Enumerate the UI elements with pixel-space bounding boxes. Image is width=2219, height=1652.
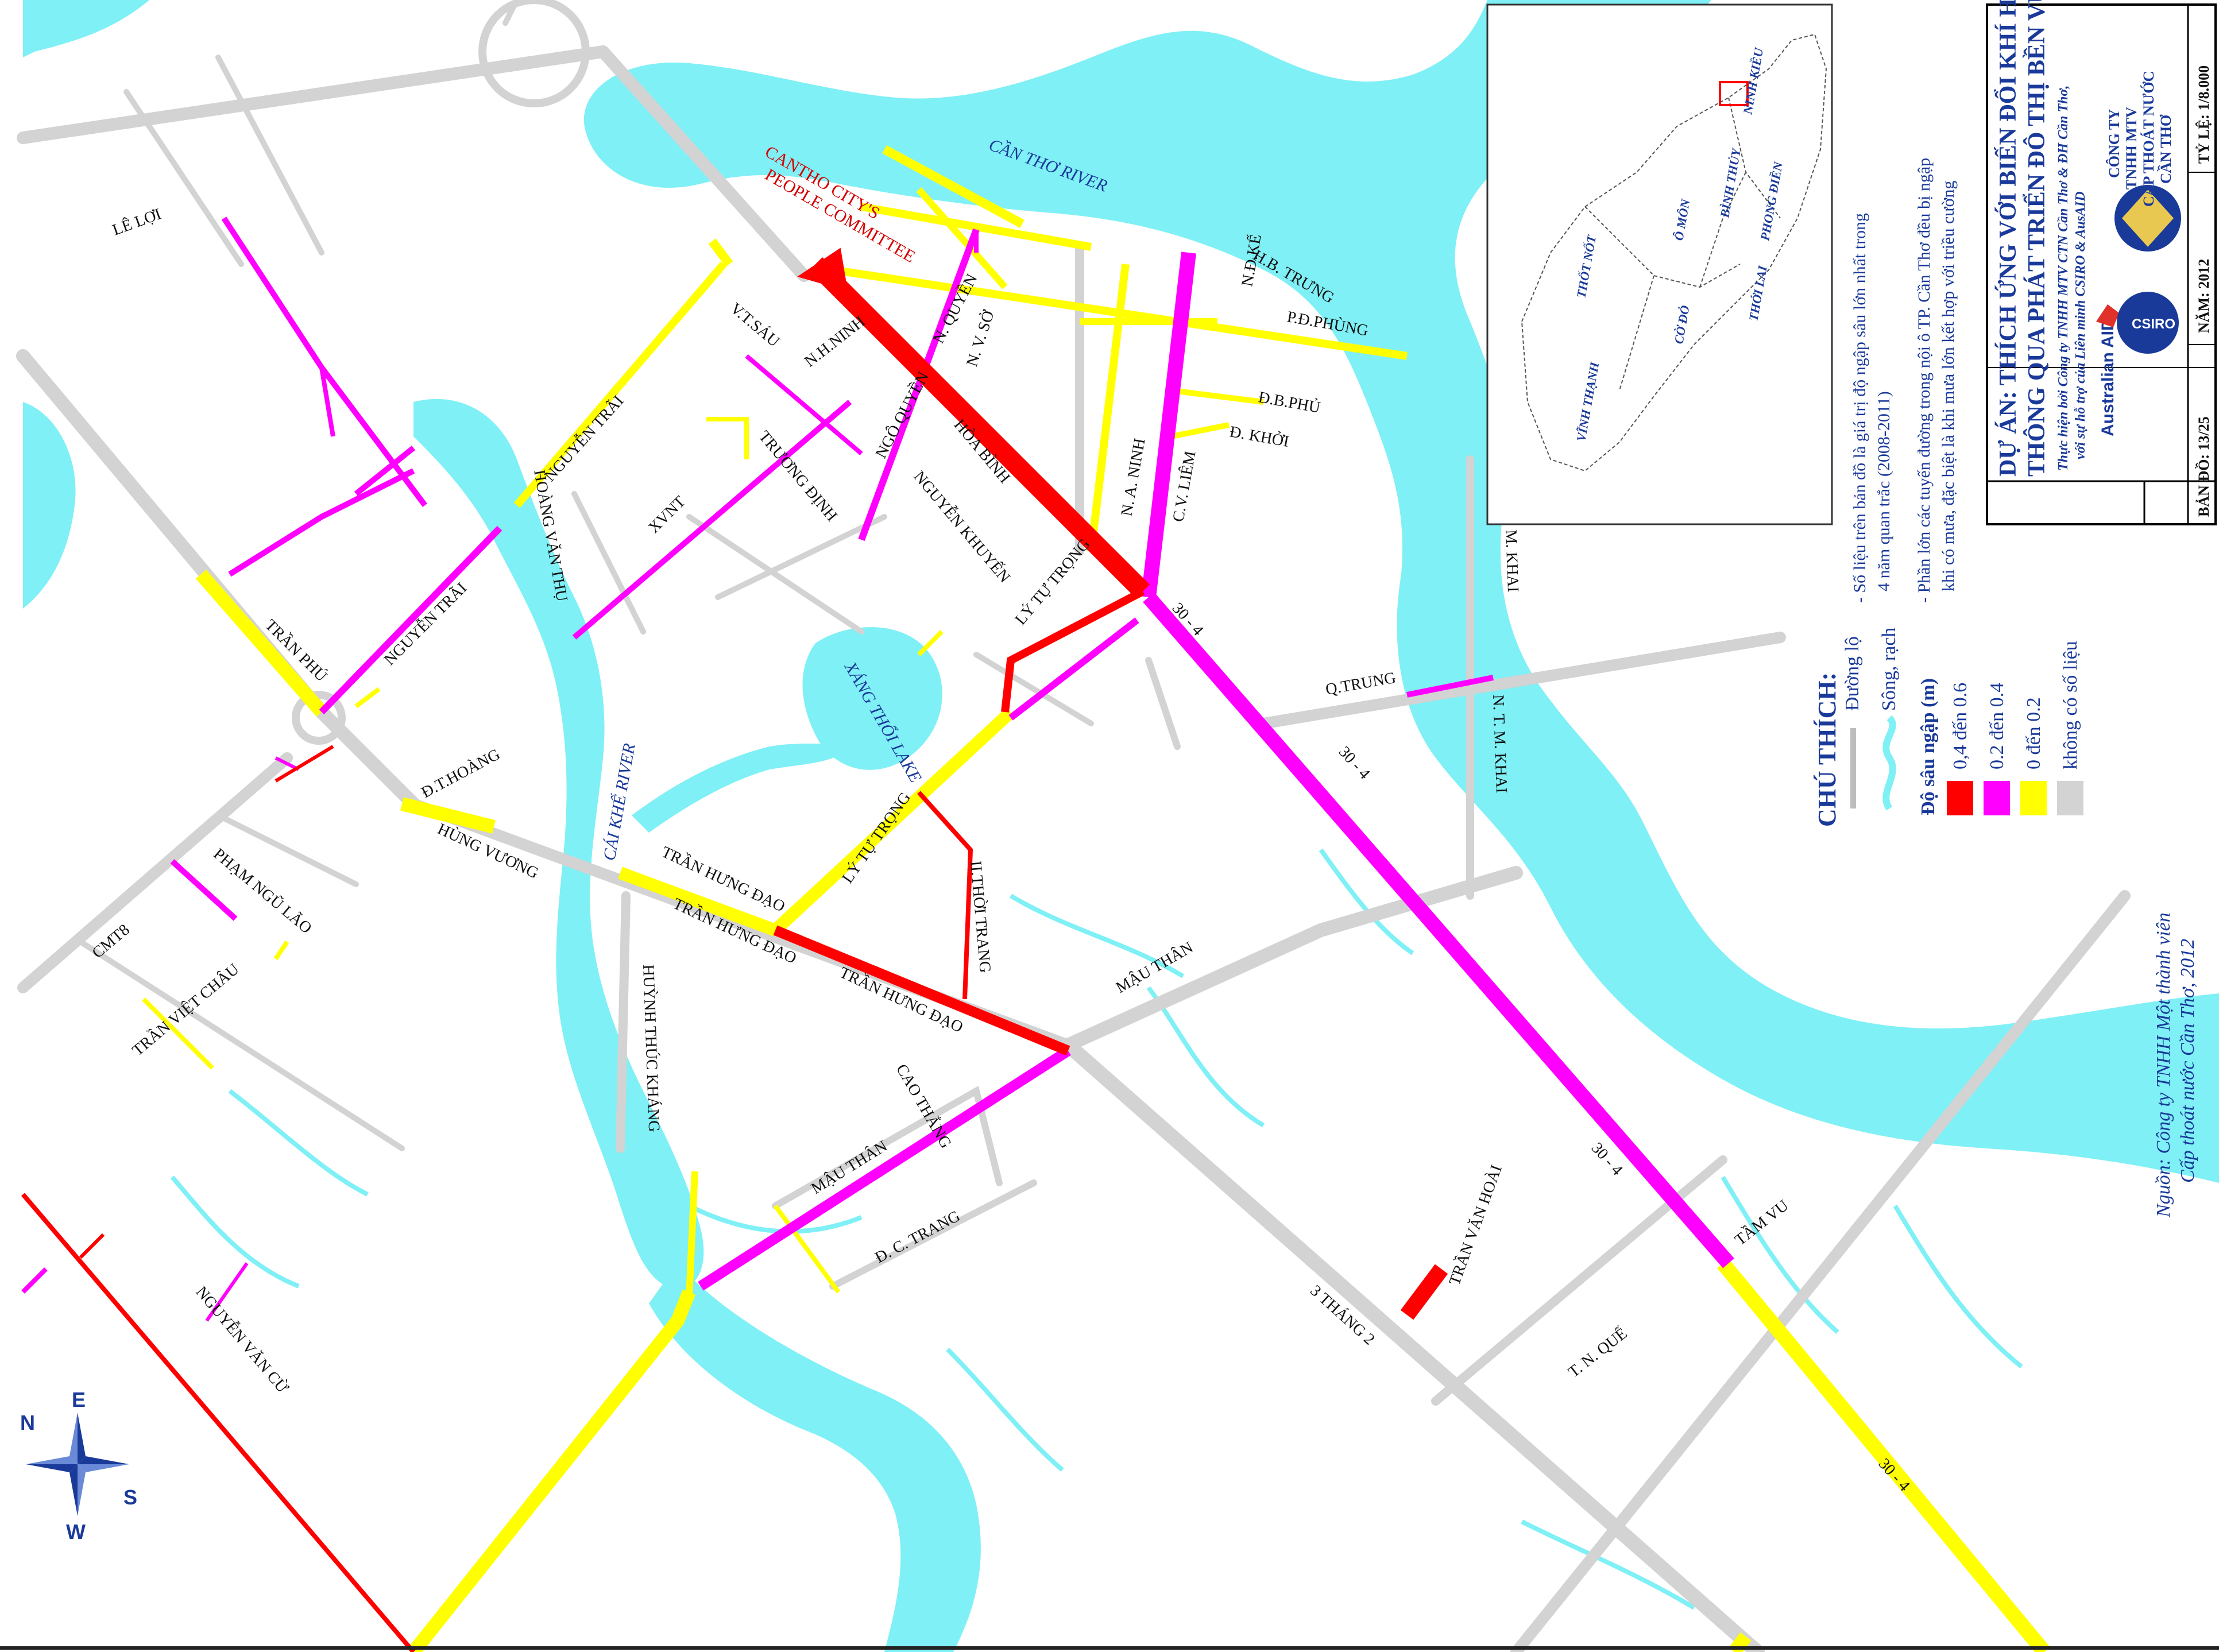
legend-class-swatch-2 [2020, 781, 2047, 815]
can-tho-river [583, 0, 2219, 1183]
inset-locator-box [1719, 81, 1749, 106]
compass-rose: N E S W [20, 1388, 137, 1543]
top-left-canal [23, 0, 149, 57]
title-line-2: THÔNG QUA PHÁT TRIỂN ĐÔ THỊ BỀN VỮNG [2022, 0, 2050, 477]
source: Nguồn: Công ty TNHH Một thành viên Cấp t… [2153, 912, 2198, 1218]
map-number: BẢN ĐỒ: 13/25 [2195, 416, 2212, 517]
csiro-logo-text: CSIRO [2132, 316, 2175, 332]
note-line-4: khi có mưa, đặc biệt là khi mưa lớn kết … [1939, 181, 1958, 591]
title-supported-by: với sự hỗ trợ của Liên minh CSIRO & AusA… [2073, 191, 2088, 459]
legend-heading: CHÚ THÍCH: [1813, 672, 1841, 827]
legend-class-swatch-1 [1984, 781, 2010, 815]
legend-river-swatch [1882, 715, 1896, 811]
compass-n: N [20, 1411, 35, 1434]
title-block: DỰ ÁN: THÍCH ỨNG VỚI BIẾN ĐỔI KHÍ HẬU TH… [1986, 0, 2217, 525]
left-water-body [23, 402, 76, 609]
compass-s: S [123, 1485, 137, 1509]
legend-depth-heading: Độ sâu ngập (m) [1918, 678, 1939, 815]
flood-roads [21, 145, 2051, 1652]
compass-e: E [72, 1388, 86, 1411]
company-line-1: CÔNG TY [2106, 109, 2123, 178]
map-scale: TỶ LỆ: 1/8.000 [2195, 65, 2212, 164]
legend-river-label: Sông, rạch [1878, 628, 1900, 711]
lake-canal [632, 741, 844, 833]
inset-map: THỐT NỐT VĨNH THẠNH CỜ ĐỎ Ô MÔN BÌNH THỦ… [1486, 3, 1833, 525]
legend-road-swatch [1850, 728, 1856, 808]
compass-w: W [66, 1520, 86, 1543]
cai-khe-river [413, 399, 704, 1290]
australian-aid-logo: Australian AID [2096, 304, 2119, 436]
map-year: NĂM: 2012 [2195, 259, 2212, 333]
xang-thoi-lake [802, 627, 942, 770]
street-n-t-m-khai-2: N. T. M. KHAI [1489, 694, 1510, 794]
title-line-1: DỰ ÁN: THÍCH ỨNG VỚI BIẾN ĐỔI KHÍ HẬU [1993, 0, 2021, 477]
legend-class-3: không có số liệu [2060, 641, 2081, 769]
source-line-2: Cấp thoát nước Cần Thơ, 2012 [2177, 939, 2198, 1183]
legend-class-0: 0,4 đến 0.6 [1950, 683, 1971, 769]
svg-text:Australian AID: Australian AID [2098, 318, 2117, 436]
legend-class-swatch-3 [2057, 781, 2083, 815]
company-line-4: CẦN THƠ [2158, 114, 2174, 184]
water-layer [23, 0, 2219, 1652]
water-company-logo [2114, 185, 2181, 252]
legend-class-1: 0.2 đến 0.4 [1986, 683, 2008, 769]
company-line-2: TNHH MTV [2123, 107, 2140, 189]
company-line-3: CẤP THOÁT NƯỚC [2140, 71, 2157, 207]
legend: CHÚ THÍCH: Đường lộ Sông, rạch Độ sâu ng… [1813, 628, 2083, 827]
csiro-logo: CSIRO [2117, 292, 2179, 354]
note-line-2: 4 năm quan trắc (2008-2011) [1874, 391, 1893, 591]
legend-class-2: 0 đến 0.2 [2023, 697, 2044, 769]
notes: - Số liệu trên bản đồ là giá trị độ ngập… [1850, 158, 1958, 603]
title-executed-by: Thực hiện bởi Công ty TNHH MTV CTN Cần T… [2056, 86, 2071, 471]
note-line-1: - Số liệu trên bản đồ là giá trị độ ngập… [1850, 213, 1869, 603]
note-line-3: - Phần lớn các tuyến đường trong nội ô T… [1915, 158, 1934, 603]
legend-class-swatch-0 [1947, 781, 1973, 815]
source-line-1: Nguồn: Công ty TNHH Một thành viên [2153, 912, 2174, 1218]
legend-road-label: Đường lộ [1842, 636, 1863, 711]
lower-river-branch [649, 1263, 981, 1652]
